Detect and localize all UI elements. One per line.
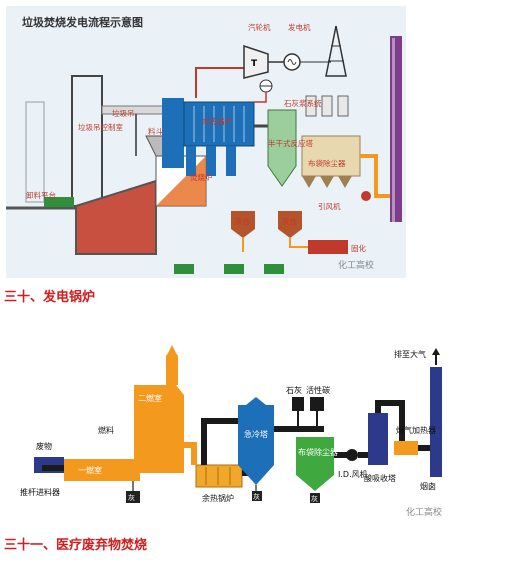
label-lime-system: 石灰浆系统 — [284, 98, 322, 108]
label-semi-dry-reactor: 半干式反应塔 — [268, 138, 313, 148]
watermark: 化工高校 — [338, 259, 374, 271]
ash-bin-2 — [278, 211, 302, 229]
waste-heat-boiler — [183, 101, 255, 147]
label-quench-tower: 急冷塔 — [244, 429, 268, 439]
bag-filter — [296, 437, 334, 475]
label-id-fan: I.D.风机 — [338, 469, 368, 479]
chimney — [430, 367, 442, 477]
ash-truck-3 — [264, 264, 284, 274]
chimney — [390, 36, 402, 222]
lime-silo — [292, 397, 304, 411]
power-tower — [325, 25, 347, 77]
watermark-2: 化工高校 — [406, 506, 442, 518]
lime-silo — [305, 95, 317, 117]
waste-bunker — [76, 181, 156, 254]
ash-truck-2 — [224, 264, 244, 274]
caption-boiler: 三十、发电锅炉 — [4, 290, 96, 305]
secondary-chamber — [134, 385, 184, 473]
label-ash-1: 灰 — [128, 493, 135, 502]
label-turbine: 汽轮机 — [248, 22, 271, 32]
boiler-drum — [162, 98, 184, 168]
label-generator: 发电机 — [288, 22, 311, 32]
label-acid-tower: 酸吸收塔 — [364, 473, 396, 483]
label-bag-filter: 布袋除尘器 — [298, 447, 338, 457]
label-furnace: 焚烧炉 — [190, 172, 213, 182]
waste-incineration-diagram: 垃圾焚烧发电流程示意图 T — [6, 6, 406, 278]
ash-box-3 — [310, 493, 320, 503]
label-lime: 石灰 — [286, 385, 302, 395]
label-flue-heater: 烟气加热器 — [396, 425, 436, 435]
label-chimney: 烟囱 — [420, 481, 436, 491]
acid-absorber — [368, 413, 388, 465]
label-waste: 废物 — [36, 441, 52, 451]
medical-waste-incineration-diagram: 排至大气 石灰 活性碳 废物 燃料 二燃室 一燃室 推杆进料器 急冷塔 布袋除尘… — [6, 345, 476, 525]
flue-gas-heater — [394, 441, 418, 455]
label-waste-heat-boiler: 余热锅炉 — [202, 493, 234, 503]
garbage-truck — [44, 197, 74, 207]
flue-duct — [360, 154, 390, 198]
bag-filter — [301, 135, 361, 177]
label-crane-room: 垃圾吊控制室 — [78, 122, 123, 132]
caption-medical-waste: 三十一、医疗废弃物焚烧 — [4, 538, 148, 553]
label-crane: 垃圾吊 — [112, 108, 135, 118]
steam-pipe — [195, 67, 244, 98]
label-secondary-chamber: 二燃室 — [138, 393, 162, 403]
label-exhaust: 排至大气 — [394, 349, 426, 359]
primary-chamber — [64, 459, 126, 481]
label-waste-heat-boiler: 余热锅炉 — [202, 116, 232, 126]
steam-turbine — [243, 44, 269, 79]
label-primary-chamber: 一燃室 — [78, 465, 102, 475]
label-activated-carbon: 活性碳 — [306, 385, 330, 395]
label-bag-filter: 布袋除尘器 — [308, 158, 346, 168]
id-fan — [361, 191, 371, 201]
label-pusher-feeder: 推杆进料器 — [20, 487, 60, 497]
ash-bin — [231, 211, 255, 229]
label-ash-bin-2: 灰仓 — [282, 216, 297, 226]
svg-text:T: T — [251, 59, 258, 69]
label-id-fan: 引风机 — [318, 201, 341, 211]
label-unloading-platform: 卸料平台 — [26, 190, 56, 200]
building-frame — [25, 101, 45, 203]
label-ash-2: 灰 — [253, 492, 260, 501]
label-fuel: 燃料 — [98, 425, 114, 435]
label-solidification: 固化 — [351, 243, 366, 253]
semi-dry-reactor — [267, 109, 297, 187]
ash-box-1 — [126, 491, 140, 503]
label-ash-3: 灰 — [311, 494, 318, 503]
diagram-title: 垃圾焚烧发电流程示意图 — [22, 15, 143, 29]
ash-box-2 — [252, 491, 262, 501]
label-ash-bin-1: 灰仓 — [235, 216, 250, 226]
id-fan — [346, 449, 358, 461]
quench-tower — [238, 405, 274, 465]
waste-heat-boiler — [195, 464, 243, 488]
secondary-chamber-stack — [166, 355, 178, 385]
activated-carbon-silo — [310, 397, 324, 411]
ash-truck — [174, 264, 194, 274]
solidification-unit — [308, 240, 348, 254]
label-feed-hopper: 料斗 — [148, 126, 163, 136]
